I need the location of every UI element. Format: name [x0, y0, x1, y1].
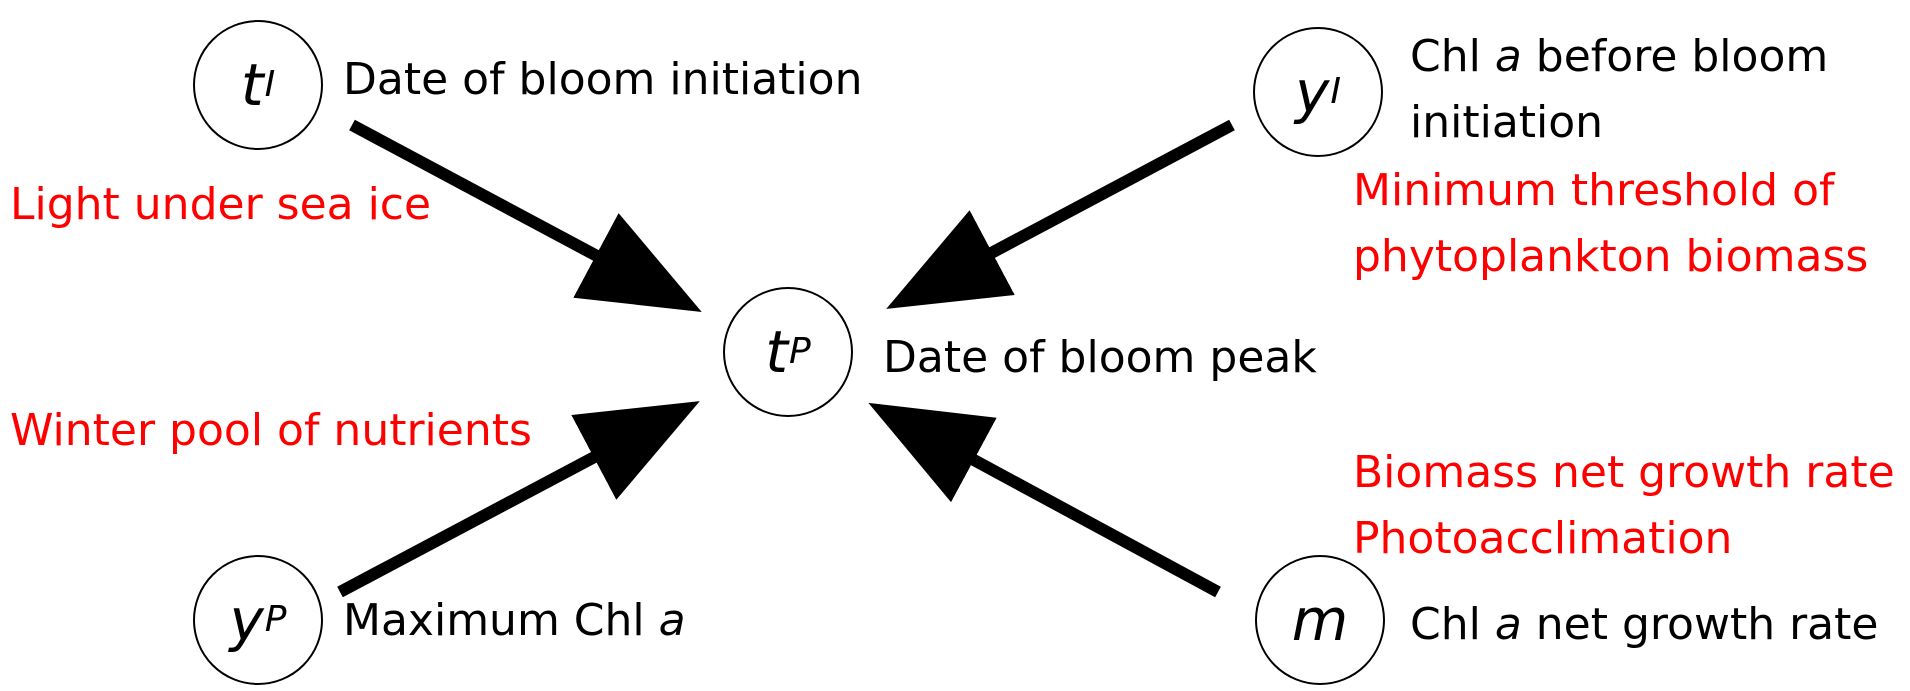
factor-winter-pool-nutrients: Winter pool of nutrients [10, 405, 532, 456]
label-text: Maximum Chl [343, 595, 659, 646]
label-chl-net-growth-rate: Chl a net growth rate [1410, 592, 1878, 658]
label-text: net growth rate [1521, 599, 1879, 650]
arrow-yP-to-tP [337, 401, 700, 598]
label-chl-before-bloom: Chl a before bloom initiation [1410, 24, 1828, 156]
label-text: Chl [1410, 599, 1495, 650]
label-italic-a: a [1494, 599, 1522, 650]
node-symbol: t [240, 51, 264, 119]
factor-biomass-growth: Biomass net growth rate Photoacclimation [1353, 440, 1895, 572]
factor-text: phytoplankton biomass [1353, 231, 1869, 282]
label-italic-a: a [1494, 31, 1522, 82]
label-maximum-chl: Maximum Chl a [343, 588, 686, 654]
node-subscript: P [264, 599, 287, 640]
factor-text: Photoacclimation [1353, 513, 1733, 564]
arrow-tI-to-tP [349, 119, 702, 312]
arrow-yI-to-tP [886, 119, 1235, 309]
arrow-m-to-tP [868, 402, 1221, 598]
label-text: before bloom [1521, 31, 1829, 82]
label-text: initiation [1410, 97, 1604, 148]
node-symbol: y [229, 586, 264, 654]
node-subscript: I [264, 64, 276, 105]
factor-text: Minimum threshold of [1353, 165, 1835, 216]
factor-minimum-threshold: Minimum threshold of phytoplankton bioma… [1353, 158, 1868, 290]
label-italic-a: a [658, 595, 686, 646]
node-symbol: m [1291, 586, 1349, 654]
label-text: Chl [1410, 31, 1495, 82]
label-date-bloom-peak: Date of bloom peak [883, 332, 1317, 383]
factor-light-under-sea-ice: Light under sea ice [10, 179, 432, 230]
node-subscript: P [789, 331, 811, 372]
label-date-bloom-initiation: Date of bloom initiation [343, 54, 863, 105]
node-symbol: t [765, 318, 789, 386]
node-m: m [1255, 555, 1385, 685]
node-symbol: y [1295, 58, 1330, 126]
factor-text: Biomass net growth rate [1353, 447, 1895, 498]
node-subscript: I [1330, 71, 1341, 112]
